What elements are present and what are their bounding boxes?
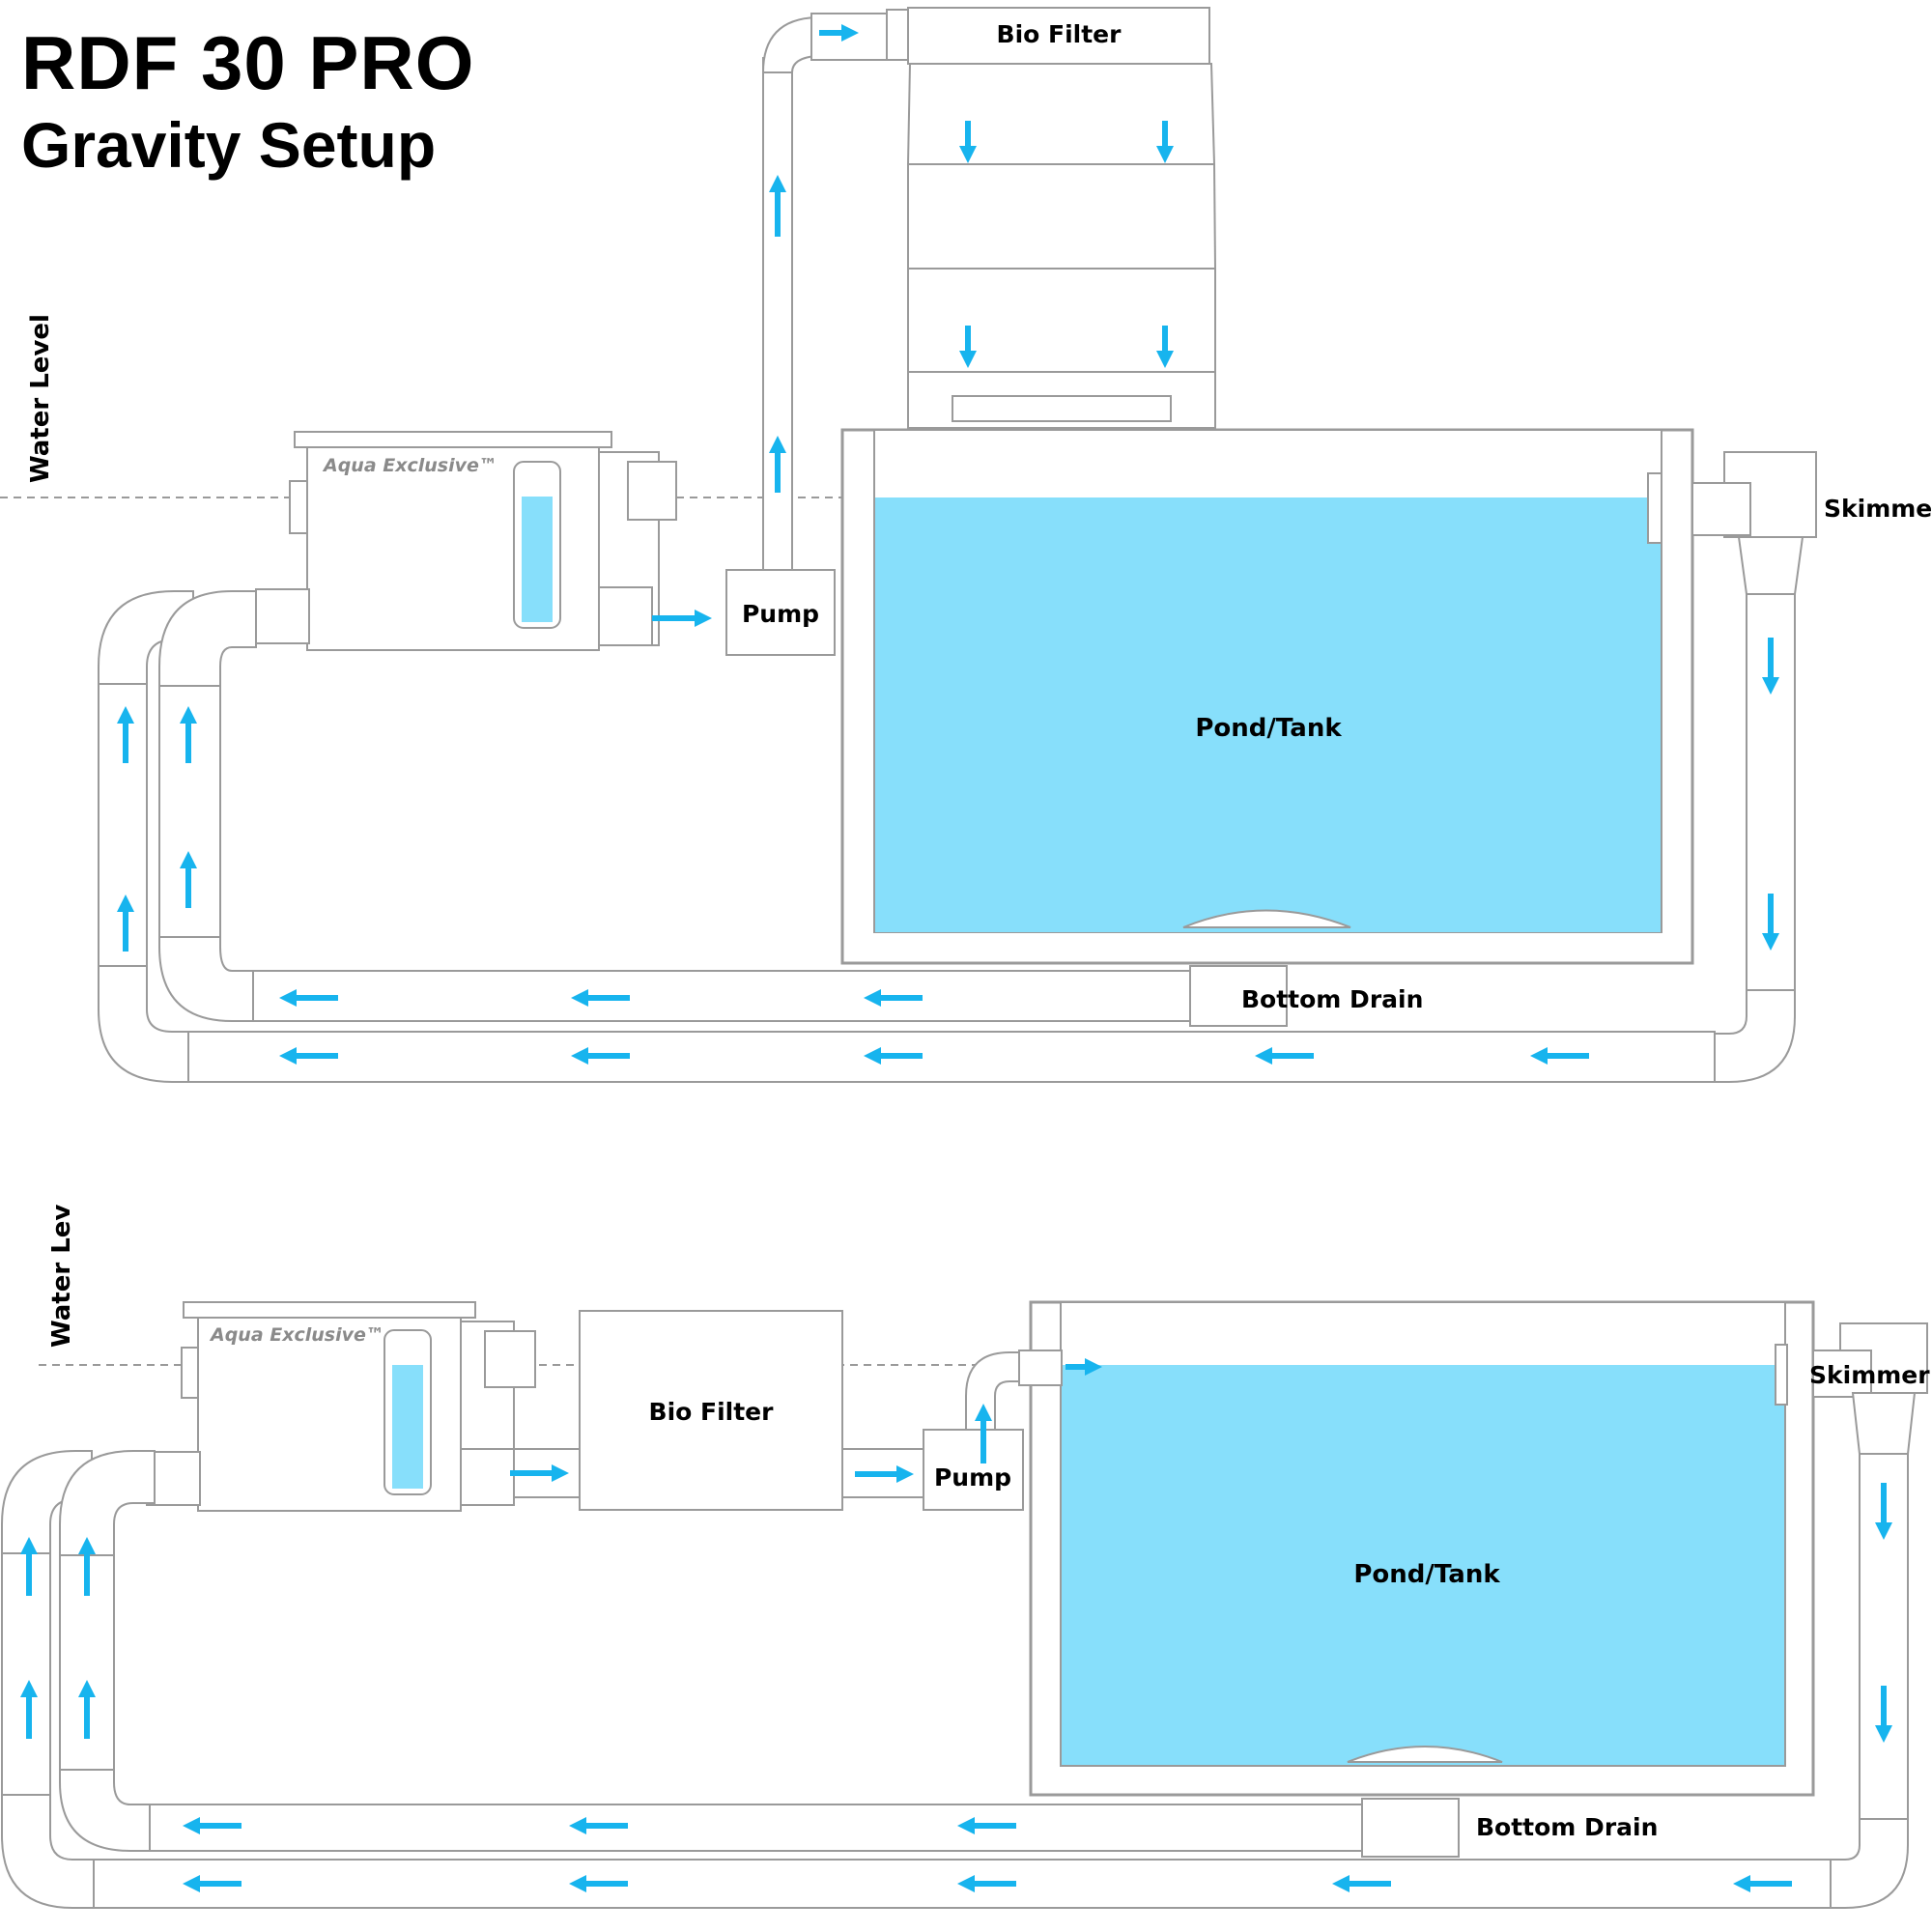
skimmer-bottom: Skimmer <box>1809 1322 1930 1455</box>
bio-filter-label-top: Bio Filter <box>997 20 1122 48</box>
drum-sight-glass-top <box>522 497 553 622</box>
title-model: RDF 30 PRO <box>21 20 475 105</box>
skimmer-label-top: Skimmer <box>1824 495 1932 523</box>
bottom-drain-dome-top <box>1182 909 1351 928</box>
bio-filter-tower: Bio Filter <box>886 7 1217 429</box>
brand-label-bottom: Aqua Exclusive™ <box>209 1324 384 1346</box>
skimmer-top: Skimmer <box>1691 451 1932 595</box>
pond-tank-label-bottom: Pond/Tank <box>1353 1560 1500 1589</box>
pond-tank-label-top: Pond/Tank <box>1195 714 1342 743</box>
bottom-drain-label-top: Bottom Drain <box>1241 985 1423 1013</box>
pump-label-bottom: Pump <box>934 1463 1011 1492</box>
top-diagram: Water Level Pond/Tank Bio Filter <box>0 7 1932 1083</box>
pump-top: Pump <box>725 569 836 656</box>
bottom-drain-dome-bottom <box>1347 1746 1503 1763</box>
pond-water-bottom <box>1062 1365 1784 1765</box>
bottom-diagram: Water Lev Pond/Tank Bio Filter Pump <box>1 1205 1930 1909</box>
skimmer-return-line-top <box>98 590 1796 1083</box>
pump-label-top: Pump <box>742 600 819 628</box>
bottom-drain-label-bottom: Bottom Drain <box>1476 1813 1658 1841</box>
brand-label-top: Aqua Exclusive™ <box>322 455 497 476</box>
flow-arrows-top <box>117 24 1779 1065</box>
diagram-title: RDF 30 PRO Gravity Setup <box>21 21 474 185</box>
title-setup: Gravity Setup <box>21 109 437 181</box>
drain-return-line-bottom: Bottom Drain <box>59 1450 1658 1858</box>
bio-filter-label-bottom: Bio Filter <box>649 1398 775 1426</box>
flow-arrows-bottom <box>20 1358 1892 1892</box>
drum-filter-top: Aqua Exclusive™ <box>255 431 677 651</box>
bio-filter-box: Bio Filter <box>579 1310 843 1511</box>
drum-filter-bottom: Aqua Exclusive™ <box>146 1301 581 1512</box>
pond-tank-top: Pond/Tank <box>840 428 1694 965</box>
pond-tank-bottom: Pond/Tank <box>1029 1300 1815 1797</box>
water-level-label-bottom: Water Lev <box>47 1205 76 1348</box>
drum-sight-glass-bottom <box>392 1365 423 1489</box>
water-level-label-top: Water Level <box>26 314 55 483</box>
skimmer-label-bottom: Skimmer <box>1809 1361 1930 1389</box>
pond-water-top <box>875 497 1661 932</box>
